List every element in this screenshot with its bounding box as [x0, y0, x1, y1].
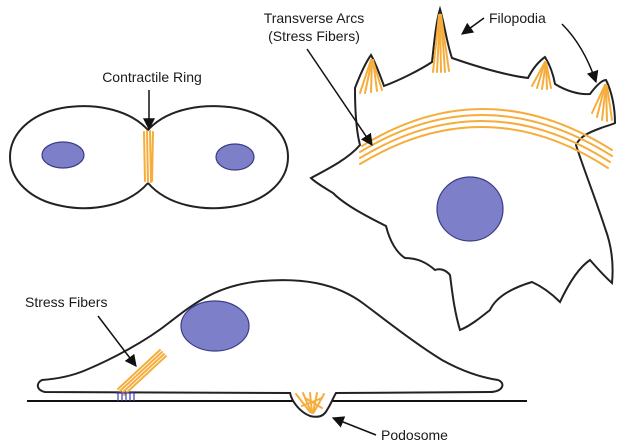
adherent-cell-membrane	[38, 280, 503, 417]
stress-fibers-label: Stress Fibers	[25, 294, 107, 310]
transverse-arcs-label-line2: (Stress Fibers)	[268, 28, 360, 44]
migrating-cell-membrane	[311, 9, 615, 330]
contractile-ring-label: Contractile Ring	[102, 69, 202, 85]
filopodia-arrow-left	[462, 18, 484, 34]
right-daughter-nucleus	[216, 144, 254, 170]
transverse-arcs-label-line1: Transverse Arcs	[264, 10, 365, 26]
podosome-label: Podosome	[381, 427, 448, 443]
migrating-cell: Transverse Arcs (Stress Fibers) Filopodi…	[264, 9, 615, 330]
left-daughter-nucleus	[42, 142, 84, 168]
migrating-cell-nucleus	[437, 177, 503, 241]
podosome-arrow	[333, 418, 376, 435]
dividing-cell: Contractile Ring	[10, 69, 288, 208]
adherent-cell: Stress Fibers Podosome	[25, 280, 527, 443]
filopodia-label: Filopodia	[489, 10, 546, 26]
adherent-cell-nucleus	[181, 301, 249, 351]
filopodia-arrow-right	[562, 24, 596, 82]
